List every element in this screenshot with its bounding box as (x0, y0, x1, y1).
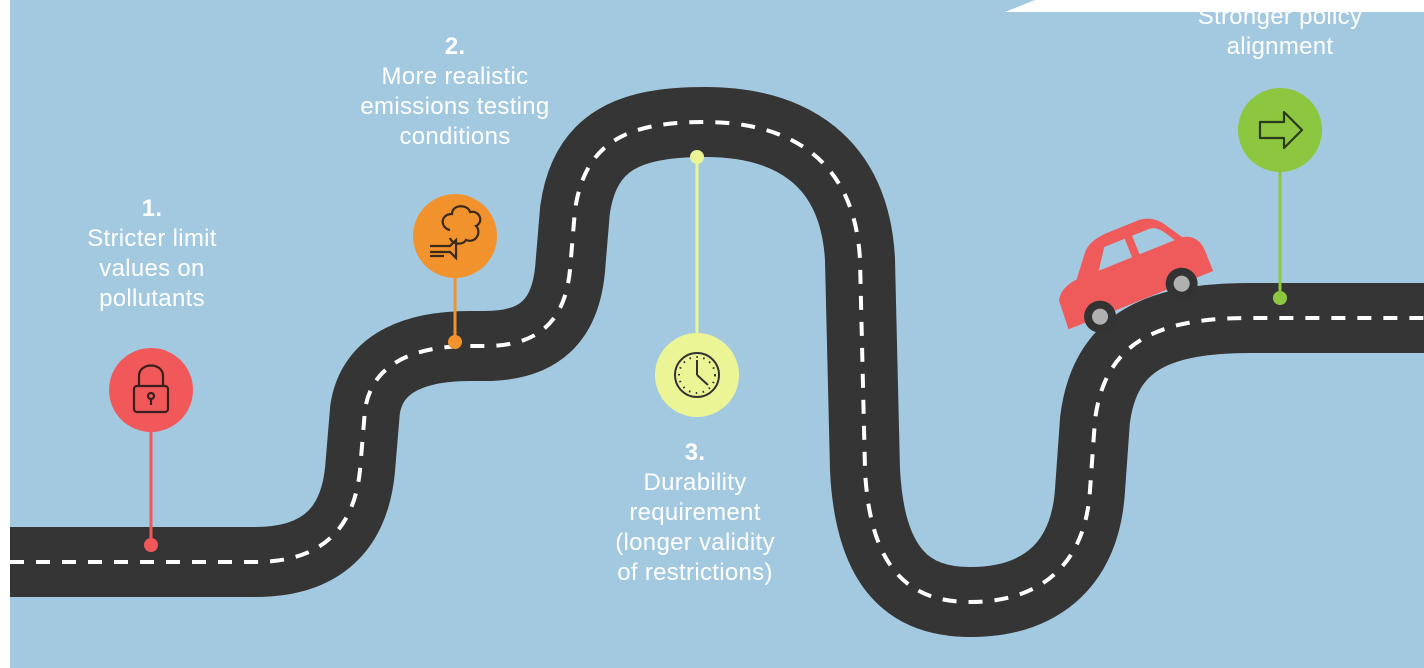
milestone-label-3: 3. Durability requirement (longer validi… (580, 438, 810, 588)
milestone-pin-2 (413, 194, 497, 349)
milestone-pin-3 (655, 150, 739, 417)
lock-icon (132, 364, 170, 414)
pin-1-dot (144, 538, 158, 552)
pin-2-circle (413, 194, 497, 278)
milestone-4-line-2: alignment (1226, 33, 1334, 60)
exhaust-pipe-icon (430, 205, 482, 261)
milestone-number-2: 2. (444, 33, 466, 60)
milestone-number-1: 1. (141, 195, 163, 222)
milestone-2-line-3: conditions (399, 123, 511, 150)
pin-2-dot (448, 335, 462, 349)
pin-1-circle (109, 348, 193, 432)
milestone-label-2: 2. More realistic emissions testing cond… (330, 32, 580, 152)
milestone-2-line-1: More realistic (381, 63, 529, 90)
milestone-number-3: 3. (684, 439, 706, 466)
milestone-3-line-2: requirement (629, 499, 761, 526)
pin-4-circle (1238, 88, 1322, 172)
milestone-2-line-2: emissions testing (360, 93, 550, 120)
milestone-3-line-3: (longer validity (615, 529, 775, 556)
milestone-4-line-1: Stronger policy (1197, 3, 1363, 30)
arrow-right-icon (1258, 110, 1304, 150)
milestone-1-line-3: pollutants (99, 285, 205, 312)
milestone-1-line-2: values on (99, 255, 205, 282)
milestone-label-4: Stronger policy alignment (1160, 2, 1400, 62)
milestone-pin-1 (109, 348, 193, 552)
milestone-3-line-4: of restrictions) (617, 559, 773, 586)
clock-icon (674, 352, 720, 398)
milestone-label-1: 1. Stricter limit values on pollutants (52, 194, 252, 314)
milestone-1-line-1: Stricter limit (87, 225, 217, 252)
pin-3-dot (690, 150, 704, 164)
car-illustration (1059, 218, 1214, 333)
pin-4-dot (1273, 291, 1287, 305)
milestone-3-line-1: Durability (643, 469, 747, 496)
road-center-dashes (10, 119, 1424, 605)
milestone-pin-4 (1238, 88, 1322, 305)
